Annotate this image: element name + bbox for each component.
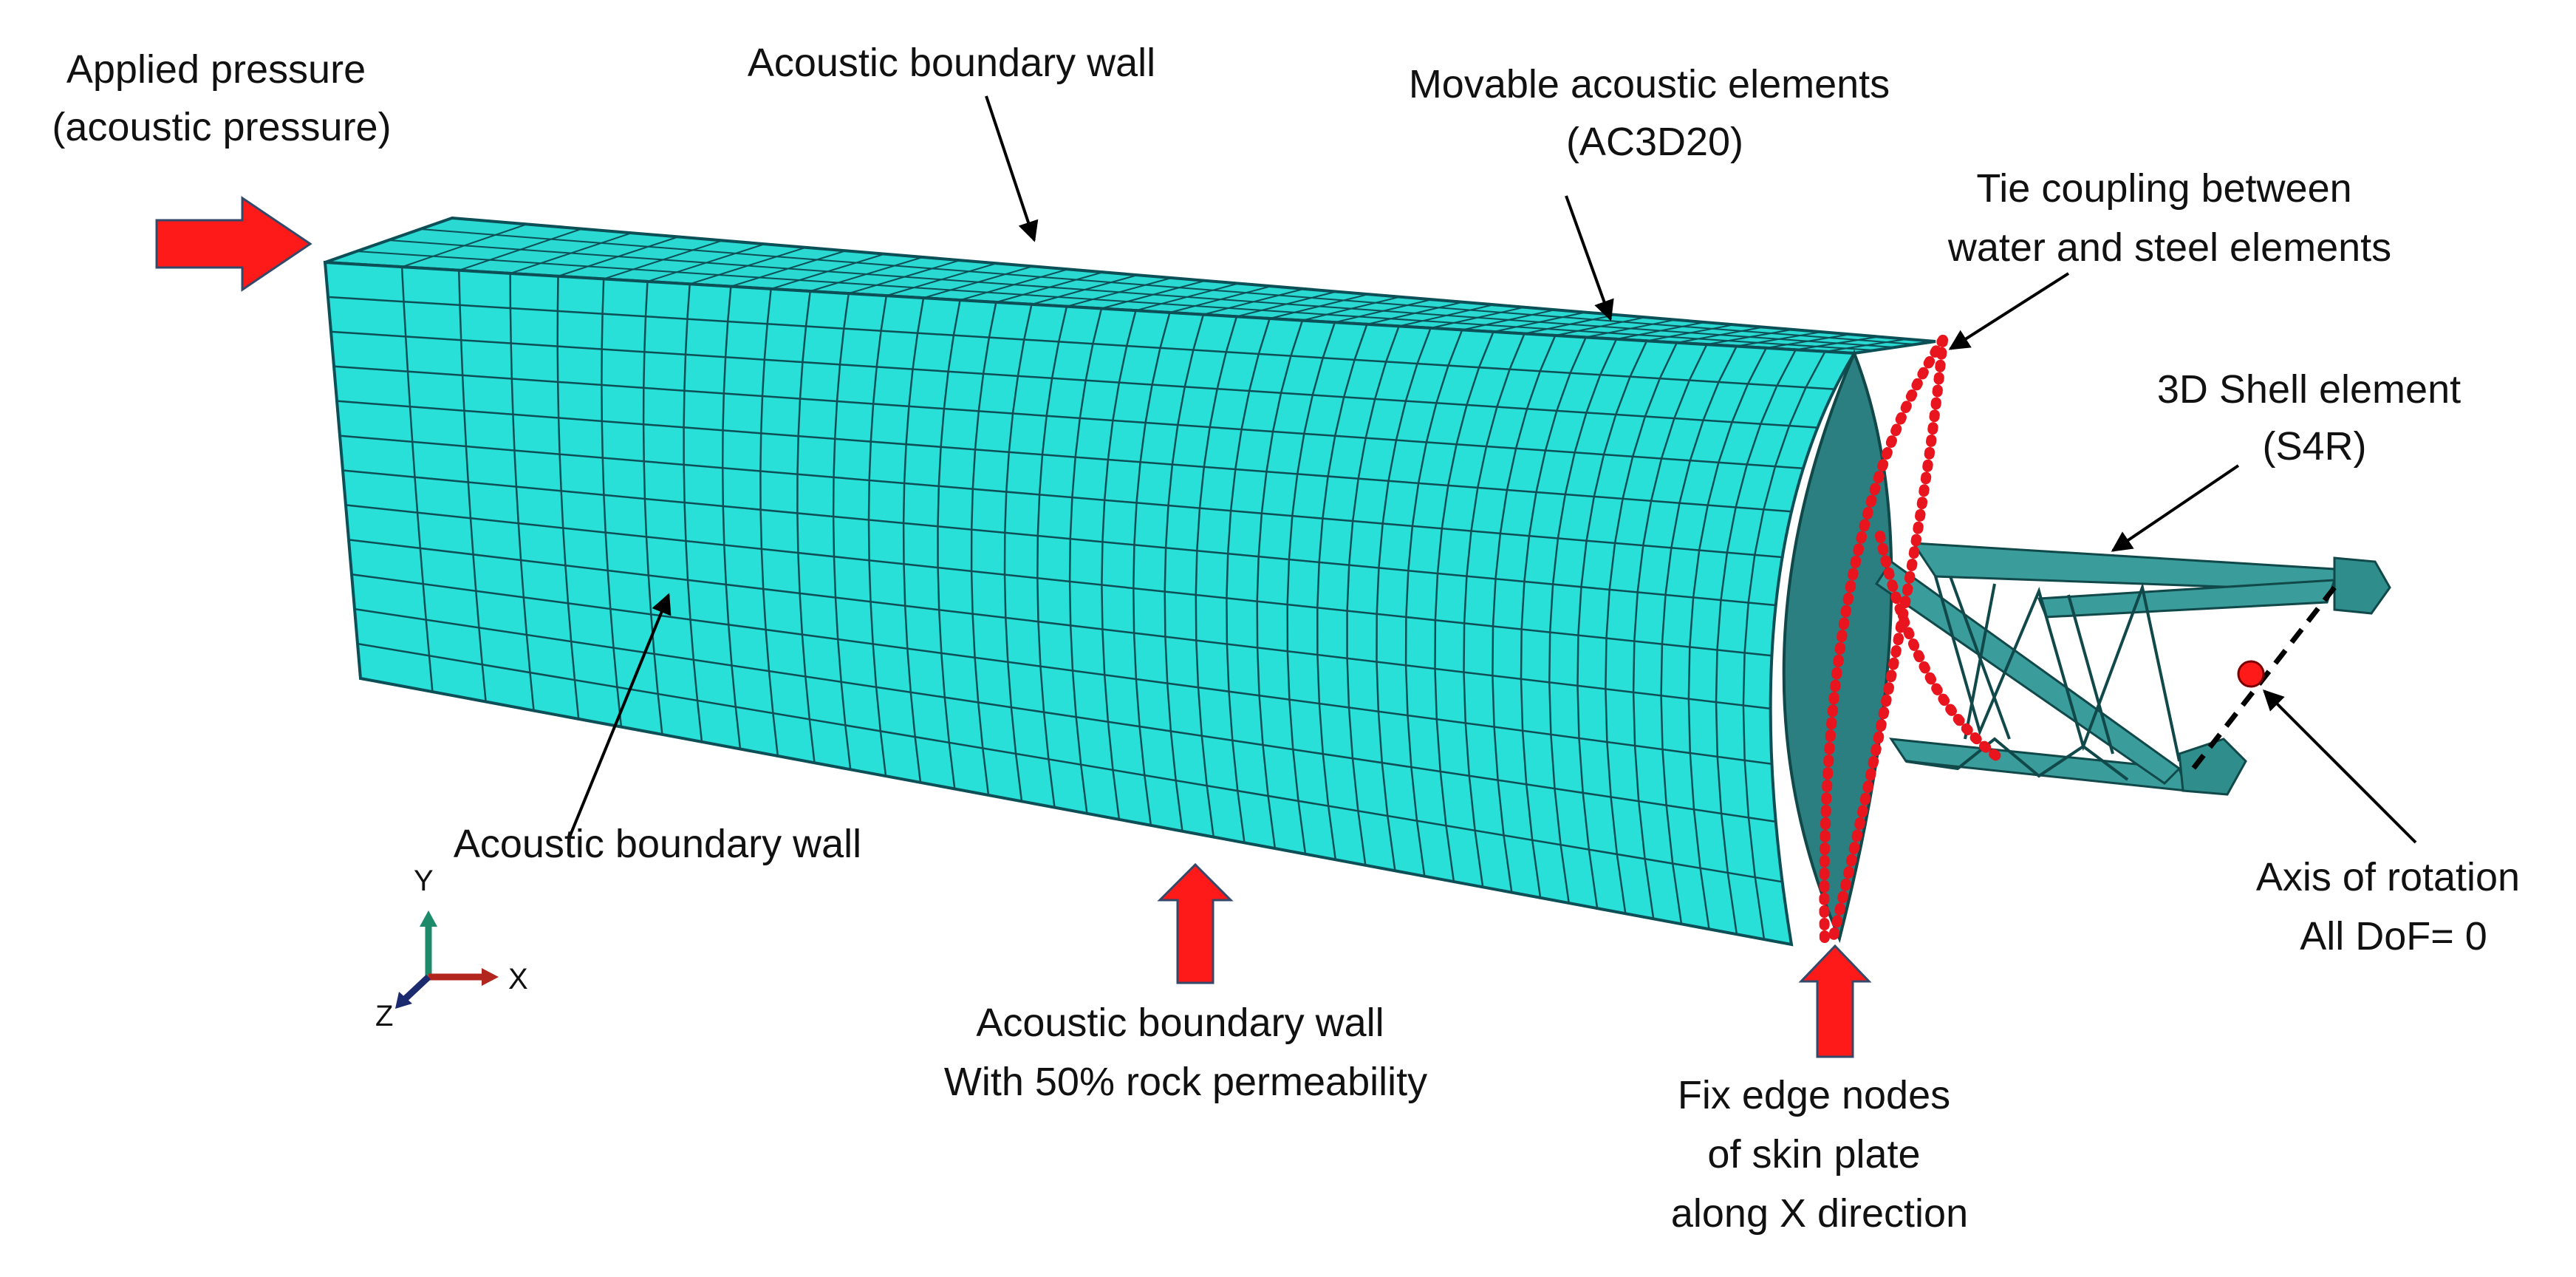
- mesh-line: [356, 251, 1875, 351]
- boundary-wall-left-label: Acoustic boundary wall: [454, 822, 861, 866]
- gate-arm-diagonal: [1874, 559, 2182, 785]
- z-axis-arrow: [402, 974, 431, 1002]
- leader-arrows: [567, 95, 2417, 844]
- coordinate-triad: Y X Z: [375, 865, 528, 1032]
- mesh-front-face: [323, 260, 1857, 947]
- mesh-line: [354, 607, 1776, 823]
- applied-pressure-label: Applied pressure (acoustic pressure): [52, 47, 391, 149]
- acoustic-mesh-block: [323, 216, 1936, 947]
- tie-coupling-label: Tie coupling between water and steel ele…: [1947, 166, 2391, 270]
- mesh-line: [357, 642, 1783, 883]
- shell-element-label: 3D Shell element (S4R): [2157, 367, 2472, 469]
- fix-edge-nodes-label: Fix edge nodes of skin plate along X dir…: [1671, 1073, 1968, 1236]
- mesh-line: [336, 400, 1792, 513]
- rotation-axis-point: [2237, 660, 2265, 688]
- trunnion-upper: [2333, 556, 2391, 615]
- mesh-line: [330, 330, 1818, 429]
- movable-elements-label: Movable acoustic elements (AC3D20): [1409, 62, 1901, 164]
- mesh-line: [327, 296, 1835, 390]
- applied-pressure-arrow: [155, 196, 312, 292]
- mesh-line: [388, 239, 1896, 348]
- arm-bracing: [1905, 576, 2181, 781]
- fix-edge-arrow: [1798, 944, 1872, 1058]
- tie-coupling-dotted-lines: [1819, 335, 2003, 947]
- triad-z-label: Z: [375, 1000, 393, 1032]
- boundary-wall-top-label: Acoustic boundary wall: [748, 41, 1155, 85]
- bottom-pressure-arrow: [1157, 862, 1234, 984]
- axis-of-rotation-label: Axis of rotation All DoF= 0: [2256, 855, 2531, 958]
- boundary-wall-bottom-label: Acoustic boundary wall With 50% rock per…: [944, 1001, 1427, 1104]
- mesh-line: [420, 228, 1916, 345]
- mesh-line: [333, 365, 1803, 470]
- mesh-line: [351, 573, 1772, 766]
- triad-y-label: Y: [414, 865, 434, 897]
- mesh-grid-lines: [327, 223, 1916, 940]
- mesh-line: [342, 469, 1776, 607]
- triad-x-label: X: [508, 963, 528, 995]
- mesh-line: [345, 504, 1772, 657]
- mesh-line: [348, 539, 1771, 710]
- mesh-line: [339, 435, 1783, 559]
